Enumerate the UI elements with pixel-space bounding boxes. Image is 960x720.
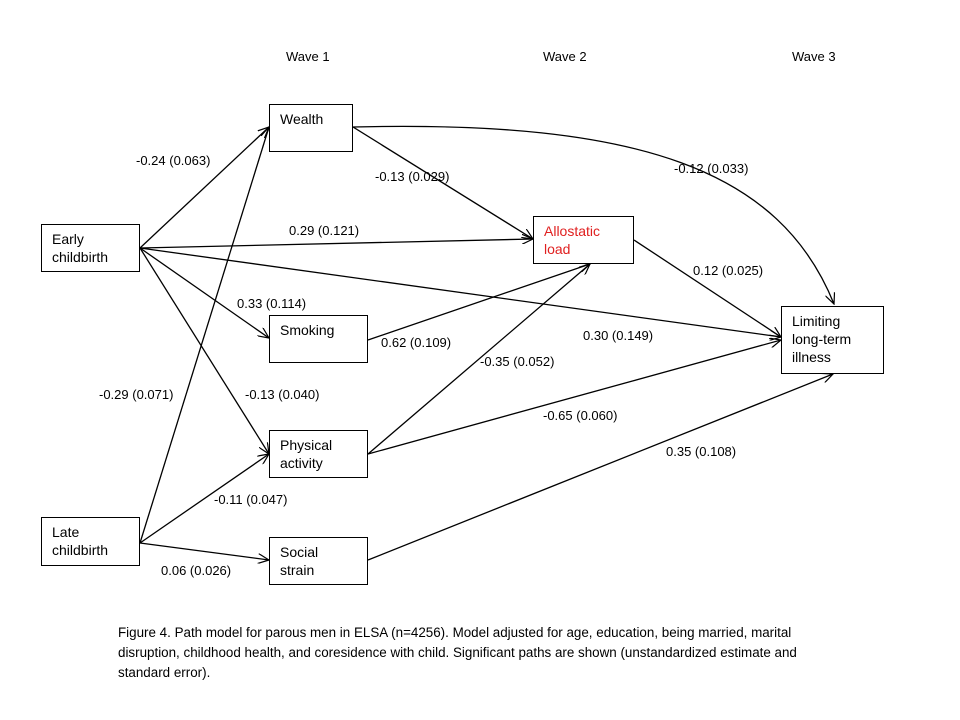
node-physical-activity-label: Physical activity <box>280 437 333 471</box>
node-early-childbirth: Early childbirth <box>41 224 140 272</box>
edge-smoking-allostatic <box>367 264 590 341</box>
node-social-strain: Social strain <box>269 537 368 585</box>
path-label-early-allostatic: 0.29 (0.121) <box>289 223 360 238</box>
path-label-wealth-illness: -0.12 (0.033) <box>674 161 749 176</box>
node-wealth: Wealth <box>269 104 353 152</box>
path-label-early-illness: 0.30 (0.149) <box>583 328 654 343</box>
node-allostatic-load: Allostatic load <box>533 216 634 264</box>
path-label-early-physical: -0.13 (0.040) <box>245 387 320 402</box>
node-limiting-illness: Limiting long-term illness <box>781 306 884 374</box>
edge-wealth-allostatic <box>352 126 533 239</box>
node-allostatic-load-label: Allostatic load <box>544 223 601 257</box>
edge-late-physical <box>139 454 269 544</box>
wave-2-label: Wave 2 <box>543 49 587 64</box>
edge-physical-illness <box>367 340 781 455</box>
edge-early-wealth <box>139 127 269 249</box>
path-label-late-physical: -0.11 (0.047) <box>214 492 288 507</box>
node-physical-activity: Physical activity <box>269 430 368 478</box>
node-late-childbirth: Late childbirth <box>41 517 140 566</box>
node-social-strain-label: Social strain <box>280 544 319 578</box>
edge-social-illness <box>367 374 833 561</box>
node-wealth-label: Wealth <box>280 111 324 127</box>
edge-allostatic-illness <box>633 239 781 337</box>
edge-late-social <box>139 542 269 560</box>
path-label-late-social: 0.06 (0.026) <box>161 563 232 578</box>
edge-late-wealth <box>139 127 269 544</box>
node-smoking: Smoking <box>269 315 368 363</box>
node-early-childbirth-label: Early childbirth <box>52 231 109 265</box>
edge-early-illness <box>139 247 781 337</box>
figure-caption: Figure 4. Path model for parous men in E… <box>118 625 797 680</box>
edge-early-physical <box>139 247 269 454</box>
path-label-social-illness: 0.35 (0.108) <box>666 444 737 459</box>
path-label-late-wealth: -0.29 (0.071) <box>99 387 174 402</box>
node-limiting-illness-label: Limiting long-term illness <box>792 313 852 365</box>
path-label-physical-allostatic: -0.35 (0.052) <box>480 354 555 369</box>
path-label-allostatic-illness: 0.12 (0.025) <box>693 263 764 278</box>
path-label-early-wealth: -0.24 (0.063) <box>136 153 211 168</box>
node-late-childbirth-label: Late childbirth <box>52 524 109 558</box>
node-smoking-label: Smoking <box>280 322 335 338</box>
edge-early-smoking <box>139 247 269 338</box>
path-label-early-smoking: 0.33 (0.114) <box>237 296 307 311</box>
path-label-wealth-allostatic: -0.13 (0.029) <box>375 169 450 184</box>
edge-early-allostatic <box>139 239 533 249</box>
path-label-smoking-allostatic: 0.62 (0.109) <box>381 335 452 350</box>
path-label-physical-illness: -0.65 (0.060) <box>543 408 618 423</box>
edge-physical-allostatic <box>367 264 590 455</box>
wave-3-label: Wave 3 <box>792 49 836 64</box>
wave-1-label: Wave 1 <box>286 49 330 64</box>
edge-wealth-illness <box>352 125 834 304</box>
